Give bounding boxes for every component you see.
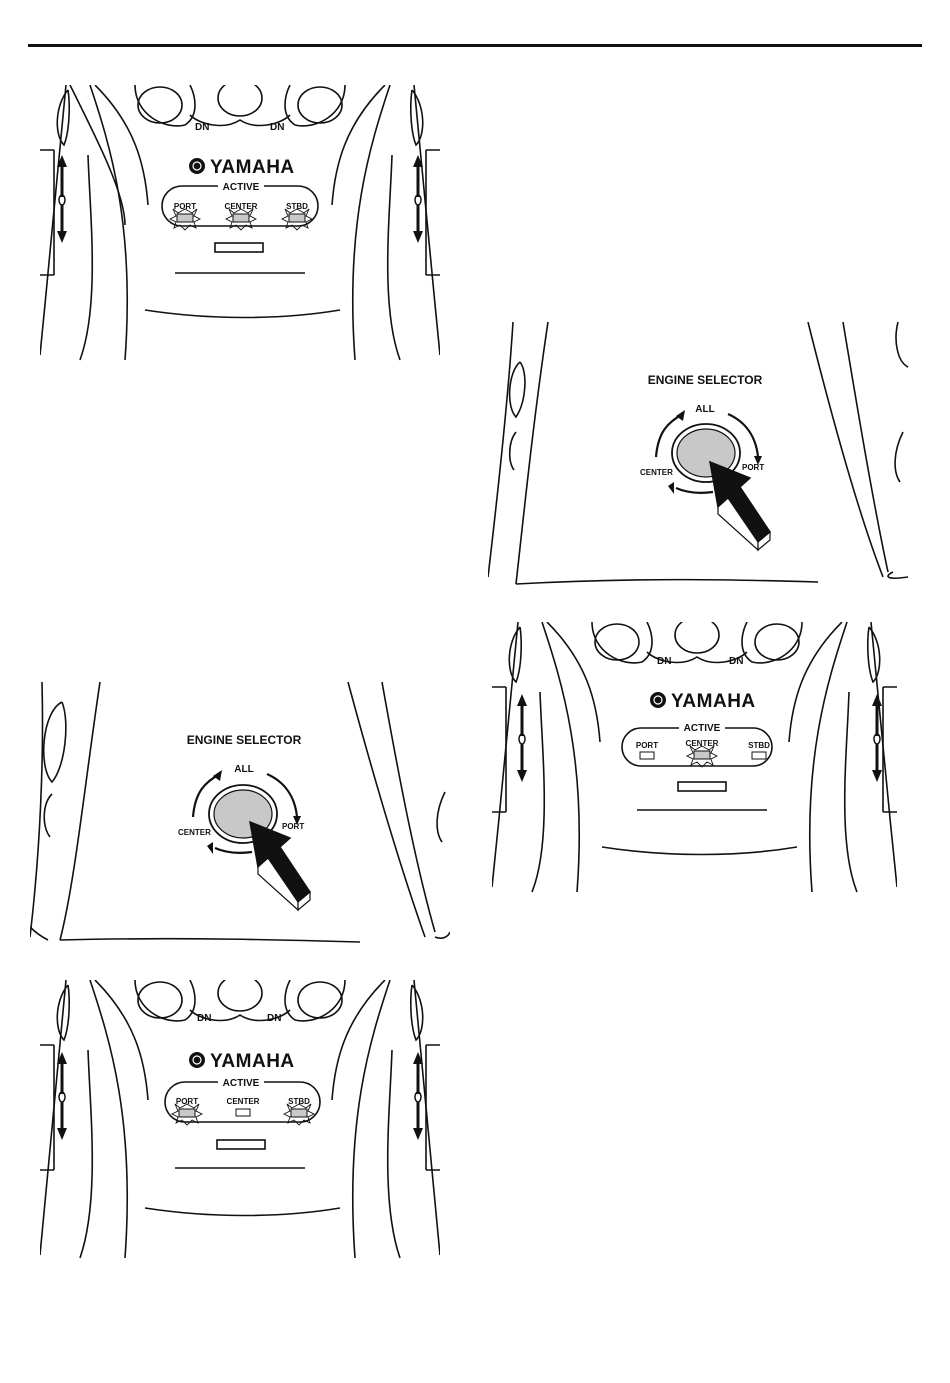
active-label: ACTIVE <box>223 1078 260 1089</box>
lamp-center: CENTER <box>686 739 719 767</box>
lamp-port: PORT <box>172 1097 202 1125</box>
dn-label-right: DN <box>270 122 284 133</box>
yamaha-logo-icon <box>189 1052 205 1068</box>
dn-label-left: DN <box>195 122 209 133</box>
engine-selector-figure-2: ENGINE SELECTOR ALL CENTER PORT <box>30 682 450 947</box>
dn-label-left: DN <box>657 656 671 667</box>
selector-port-label: PORT <box>282 822 304 831</box>
selector-center-label: CENTER <box>640 468 673 477</box>
control-panel-figure-1: YAMAHA ACTIVE DN DN PORT CENTER STBD <box>40 85 440 365</box>
svg-text:STBD: STBD <box>286 202 308 211</box>
press-arrow-icon <box>710 462 770 550</box>
svg-text:CENTER: CENTER <box>227 1097 260 1106</box>
svg-text:STBD: STBD <box>748 741 770 750</box>
dn-label-left: DN <box>197 1013 211 1024</box>
lamp-stbd: STBD <box>284 1097 314 1125</box>
selector-port-label: PORT <box>742 463 764 472</box>
dn-label-right: DN <box>729 656 743 667</box>
svg-text:PORT: PORT <box>636 741 658 750</box>
svg-text:STBD: STBD <box>288 1097 310 1106</box>
svg-text:PORT: PORT <box>176 1097 198 1106</box>
engine-selector-figure-1: ENGINE SELECTOR ALL CENTER PORT <box>488 322 913 587</box>
lamp-port: PORT <box>636 741 658 759</box>
brand-name: YAMAHA <box>210 1051 295 1072</box>
dn-label-right: DN <box>267 1013 281 1024</box>
active-label: ACTIVE <box>684 723 721 734</box>
selector-title: ENGINE SELECTOR <box>648 373 763 387</box>
lamp-center: CENTER <box>227 1097 260 1116</box>
control-panel-figure-2: YAMAHA ACTIVE DN DN PORT CENTER STBD <box>492 622 897 897</box>
active-label: ACTIVE <box>223 182 260 193</box>
control-panel-figure-3: YAMAHA ACTIVE DN DN PORT CENTER STBD <box>40 980 440 1260</box>
svg-text:PORT: PORT <box>174 202 196 211</box>
brand-name: YAMAHA <box>210 157 295 178</box>
selector-center-label: CENTER <box>178 828 211 837</box>
brand-name: YAMAHA <box>671 691 756 712</box>
selector-all-label: ALL <box>234 764 253 775</box>
header-rule <box>28 44 922 47</box>
selector-all-label: ALL <box>695 404 714 415</box>
selector-title: ENGINE SELECTOR <box>187 733 302 747</box>
press-arrow-icon <box>250 822 310 910</box>
yamaha-logo-icon <box>650 692 666 708</box>
yamaha-logo-icon <box>189 158 205 174</box>
lamp-stbd: STBD <box>748 741 770 759</box>
